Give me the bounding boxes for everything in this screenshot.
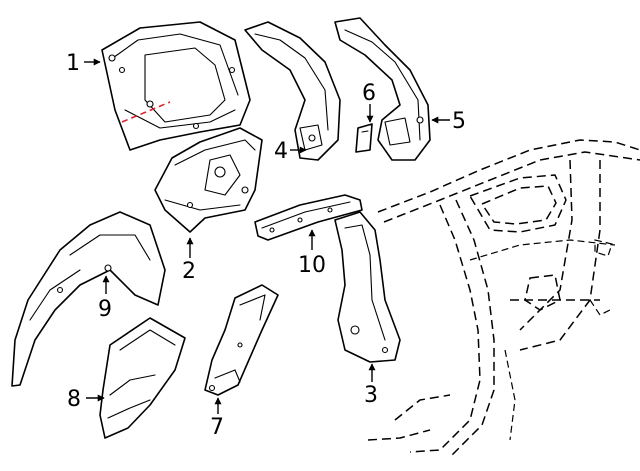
part-8-lower-liner (99, 317, 186, 439)
callout-9: 9 (98, 275, 112, 322)
svg-text:1: 1 (66, 51, 80, 76)
svg-text:4: 4 (274, 139, 288, 164)
svg-text:10: 10 (298, 253, 326, 278)
svg-text:5: 5 (452, 109, 466, 134)
svg-text:6: 6 (362, 81, 376, 106)
part-10-cross-rail (254, 194, 363, 241)
callout-6: 6 (362, 81, 376, 123)
callout-5: 5 (431, 109, 466, 134)
cut-line (121, 101, 171, 123)
part-3-lower-pillar (334, 211, 401, 363)
callout-1: 1 (66, 51, 101, 76)
part-7-vertical-bracket (204, 284, 279, 396)
part-5-quarter-reinforcement (334, 17, 431, 161)
part-6-bracket (355, 123, 373, 153)
callout-2: 2 (182, 237, 196, 284)
callout-8: 8 (67, 387, 105, 412)
callout-7: 7 (210, 397, 224, 440)
svg-text:8: 8 (67, 387, 81, 412)
vehicle-body-outline (367, 139, 640, 456)
part-9-outer-wheelhouse (11, 211, 166, 387)
part-4-pillar-reinforcement (244, 21, 341, 161)
part-1-upper-panel (101, 21, 251, 151)
svg-text:9: 9 (98, 297, 112, 322)
callout-3: 3 (364, 363, 378, 408)
part-2-wheelhouse-inner (154, 127, 263, 233)
callout-10: 10 (298, 229, 326, 278)
svg-text:7: 7 (210, 415, 224, 440)
callout-4: 4 (274, 139, 307, 164)
svg-text:3: 3 (364, 383, 378, 408)
svg-text:2: 2 (182, 259, 196, 284)
